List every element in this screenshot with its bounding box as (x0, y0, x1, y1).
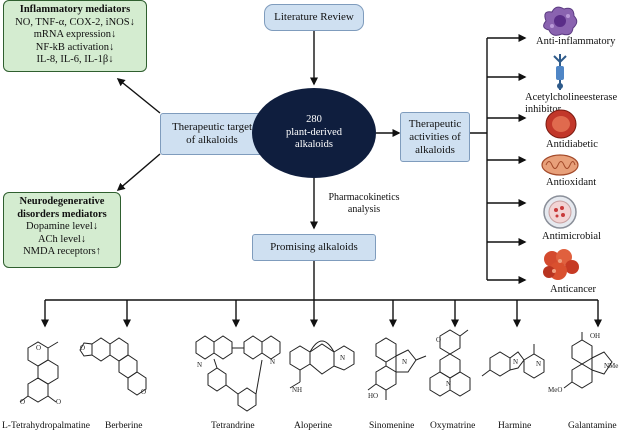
alkaloid-name: L-Tetrahydropalmatine (2, 421, 90, 431)
inflammatory-line: IL-8, IL-6, IL-1β↓ (36, 54, 114, 65)
activities-line3: alkaloids (415, 143, 455, 156)
alkaloid-name: Tetrandrine (211, 421, 255, 431)
galantamine-structure-icon (563, 332, 613, 389)
inflammatory-line: NO, TNF-α, COX-2, iNOS↓ (15, 16, 135, 28)
oxymatrine-structure-icon (429, 329, 471, 397)
svg-text:MeO: MeO (548, 386, 562, 394)
therapeutic-target-box: Therapeutic target of alkaloids (160, 113, 264, 155)
receptor-icon (553, 54, 567, 90)
activity-label-antidiabetic: Antidiabetic (546, 139, 598, 150)
alkaloid-name: Oxymatrine (430, 421, 476, 431)
promising-alkaloids-box: Promising alkaloids (252, 234, 376, 261)
tetrahydropalmatine-structure-icon (19, 341, 59, 403)
alkaloid-name: Aloperine (294, 421, 332, 431)
neurodegenerative-mediators-box: Neurodegenerative disorders mediators Do… (3, 192, 121, 268)
svg-text:O: O (141, 388, 146, 396)
svg-text:NMe: NMe (604, 362, 618, 370)
alkaloid-name: Galantamine (568, 421, 617, 431)
oval-line3: alkaloids (295, 139, 333, 151)
svg-text:N: N (446, 380, 451, 388)
harmine-structure-icon (481, 344, 545, 379)
svg-text:OH: OH (590, 332, 600, 340)
mitochondria-icon (541, 154, 579, 176)
therapeutic-activities-box: Therapeutic activities of alkaloids (400, 112, 470, 162)
svg-text:O: O (436, 336, 441, 344)
tetrandrine-structure-icon (195, 335, 281, 412)
svg-text:N: N (340, 354, 345, 362)
aloperine-structure-icon (289, 340, 355, 389)
svg-text:N: N (536, 360, 541, 368)
svg-text:O: O (20, 398, 25, 406)
literature-review-box: Literature Review (264, 4, 364, 31)
oval-line1: 280 (306, 114, 322, 126)
activity-label-acetylcholinesterase: Acetylcholineesterase inhibitor (525, 92, 618, 115)
therapeutic-target-line2: of alkaloids (186, 134, 238, 146)
therapeutic-target-line1: Therapeutic target (171, 121, 253, 133)
svg-text:O: O (80, 344, 85, 352)
activity-label-antimicrobial: Antimicrobial (542, 231, 601, 242)
inflammatory-line: NF-kB activation↓ (35, 41, 115, 53)
svg-text:HO: HO (368, 392, 378, 400)
berberine-structure-icon (79, 337, 147, 396)
neuro-line: Dopamine level↓ (25, 221, 99, 232)
petri-dish-icon (543, 195, 577, 229)
svg-text:N: N (197, 361, 202, 369)
neuro-line: ACh level↓ (37, 233, 87, 245)
inflammatory-mediators-box: Inflammatory mediators NO, TNF-α, COX-2,… (3, 0, 147, 72)
activity-label-antioxidant: Antioxidant (546, 177, 597, 188)
svg-text:NH: NH (292, 386, 302, 394)
activities-line1: Therapeutic (408, 117, 462, 130)
literature-review-label: Literature Review (274, 11, 354, 23)
pancreas-cell-icon (545, 109, 577, 139)
inflammatory-line: mRNA expression↓ (33, 29, 117, 40)
svg-text:N: N (402, 358, 407, 366)
promising-alkaloids-label: Promising alkaloids (270, 241, 358, 253)
immune-cell-icon (543, 6, 578, 36)
alkaloid-name: Harmine (498, 421, 532, 431)
alkaloid-name: Sinomenine (369, 421, 415, 431)
svg-text:N: N (513, 358, 518, 366)
inflammatory-title: Inflammatory mediators (19, 4, 131, 15)
svg-text:O: O (56, 398, 61, 406)
activities-line2: activities of (409, 130, 461, 143)
activity-label-anticancer: Anticancer (550, 284, 597, 295)
oval-line2: plant-derived (286, 126, 342, 138)
neuro-title-line2: disorders mediators (17, 208, 107, 220)
svg-text:O: O (36, 344, 41, 352)
central-alkaloids-oval: 280 plant-derived alkaloids (252, 88, 376, 178)
activity-label-anti-inflammatory: Anti-inflammatory (536, 36, 616, 47)
svg-text:N: N (270, 358, 275, 366)
neuro-line: NMDA receptors↑ (23, 246, 101, 257)
tumor-cluster-icon (543, 249, 579, 280)
alkaloid-name: Berberine (105, 421, 143, 431)
neuro-title-line1: Neurodegenerative (19, 196, 105, 207)
pharmacokinetics-label: Pharmacokinetics analysis (328, 192, 400, 215)
sinomenine-structure-icon (367, 337, 427, 400)
